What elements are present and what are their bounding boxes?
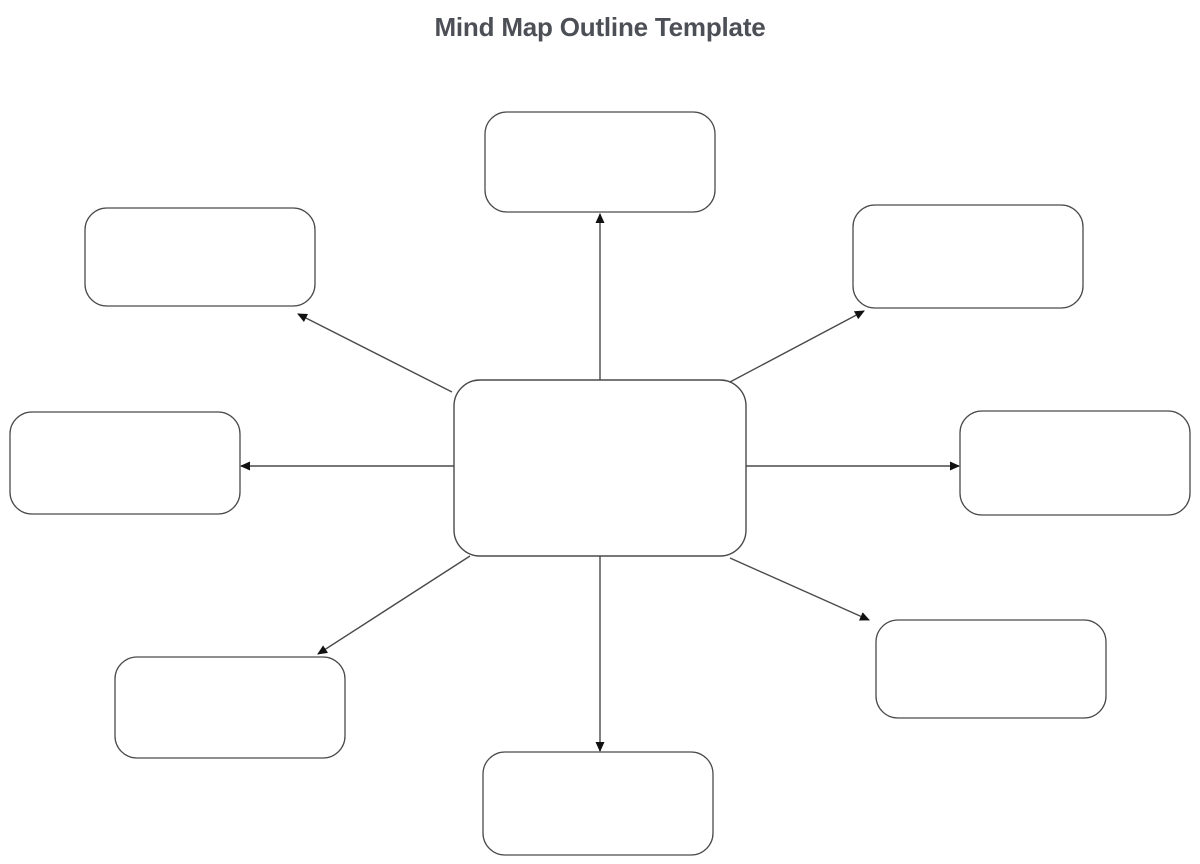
node-upper-left[interactable]: [84, 207, 316, 307]
page-title: Mind Map Outline Template: [434, 12, 766, 42]
node-lower-right[interactable]: [875, 619, 1107, 719]
connector-center-to-lower-right: [729, 557, 870, 621]
node-layer: [9, 111, 1191, 856]
node-upper-right[interactable]: [852, 204, 1084, 309]
node-top[interactable]: [484, 111, 716, 213]
node-right[interactable]: [959, 410, 1191, 516]
node-bottom[interactable]: [482, 751, 714, 856]
connector-center-to-upper-right: [729, 310, 865, 383]
node-left[interactable]: [9, 411, 241, 515]
connector-layer: [240, 213, 960, 752]
connector-center-to-lower-left: [317, 555, 471, 655]
node-central-topic[interactable]: [453, 379, 747, 557]
connector-center-to-upper-left: [297, 313, 453, 393]
node-lower-left[interactable]: [114, 656, 346, 759]
